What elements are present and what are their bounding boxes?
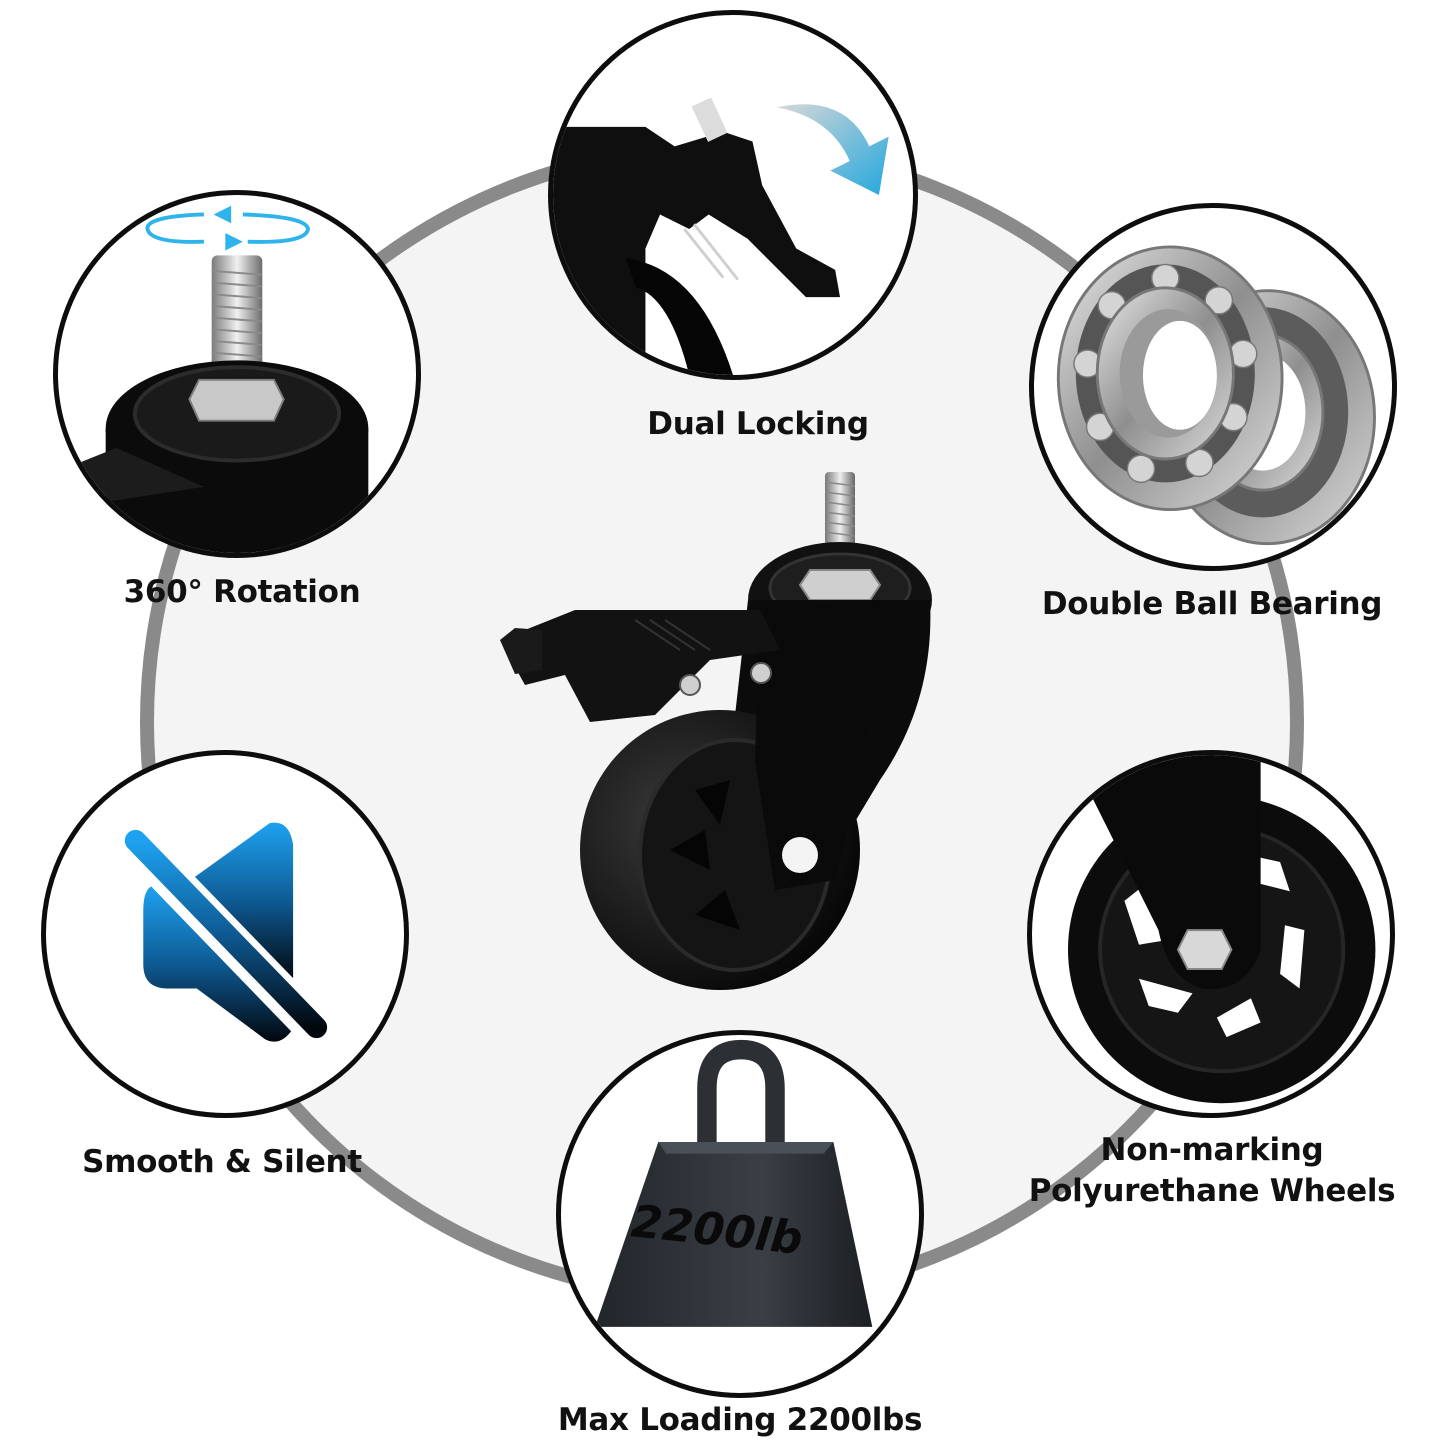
dual-locking-label: Dual Locking xyxy=(647,406,869,442)
rotation-badge xyxy=(53,190,421,558)
wheels-label-line1: Non-marking xyxy=(1100,1132,1324,1168)
polyurethane-wheel-icon xyxy=(1067,755,1376,1104)
dual-locking-badge xyxy=(548,10,918,380)
bearing-badge xyxy=(1029,203,1397,571)
silent-badge xyxy=(41,750,409,1118)
wheels-label-line2: Polyurethane Wheels xyxy=(1028,1173,1396,1209)
wheels-label: Non-marking Polyurethane Wheels xyxy=(1027,1130,1397,1212)
rotate-arrows-icon xyxy=(145,205,310,251)
threaded-stem-icon xyxy=(67,255,369,553)
curved-down-arrow-icon xyxy=(776,104,889,195)
weight-icon: 2200lb xyxy=(595,1039,873,1327)
load-badge: 2200lb xyxy=(556,1030,924,1398)
caster-wheel-hero-image xyxy=(500,472,932,990)
silent-label: Smooth & Silent xyxy=(82,1144,362,1180)
load-label: Max Loading 2200lbs xyxy=(557,1402,923,1438)
mute-speaker-icon xyxy=(117,822,334,1045)
wheels-badge xyxy=(1027,750,1395,1118)
bearing-label: Double Ball Bearing xyxy=(1041,586,1383,622)
ball-bearing-icon xyxy=(1056,245,1376,546)
rotation-label: 360° Rotation xyxy=(123,574,361,610)
brake-lever-icon xyxy=(553,97,841,375)
